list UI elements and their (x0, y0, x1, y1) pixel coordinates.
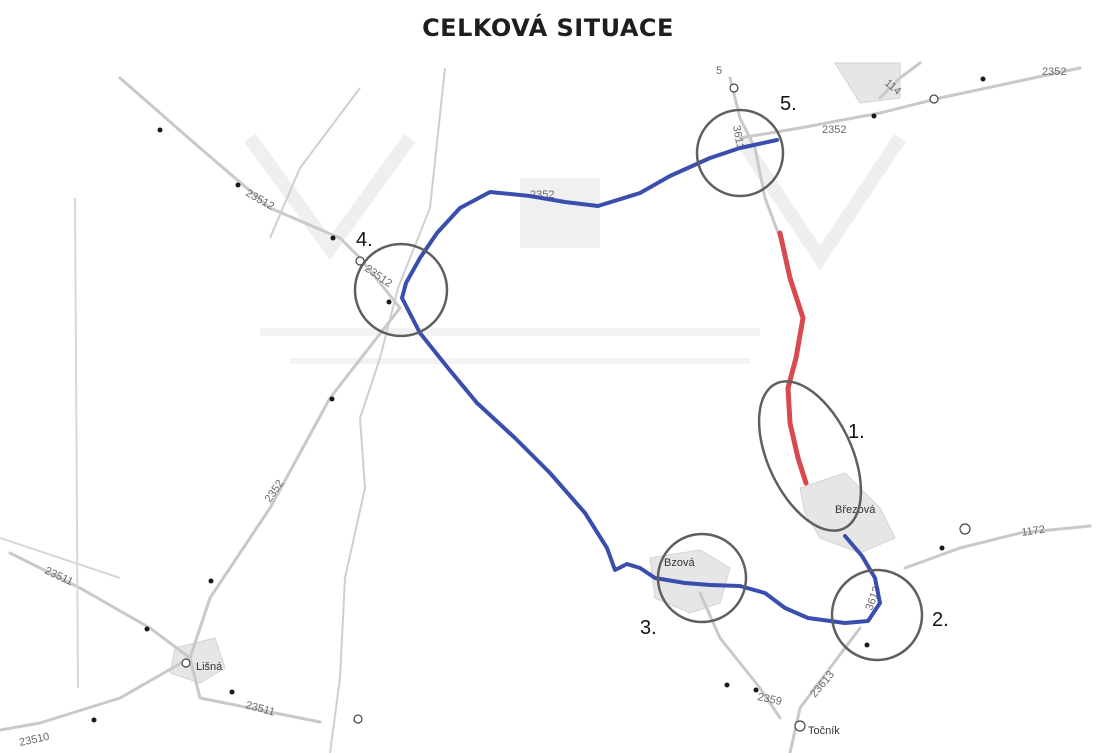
callout-2: 2. (932, 609, 949, 631)
detour-route (400, 138, 882, 625)
location-ring-2 (830, 568, 924, 662)
closed-road-segment (777, 230, 809, 486)
location-ring-1 (757, 380, 863, 532)
road-label-23512-a: 23512 (244, 187, 276, 213)
road-network (0, 61, 1092, 753)
town-label-bzova: Bzová (664, 557, 695, 569)
location-ring-3 (656, 532, 748, 624)
road-label-2352-top: 2352 (1042, 66, 1066, 78)
location-ring-4 (353, 242, 449, 338)
callout-5: 5. (780, 93, 797, 115)
road-label-23511-south: 23511 (244, 699, 276, 718)
callout-3: 3. (640, 617, 657, 639)
road-label-23510: 23510 (18, 731, 50, 749)
road-label-23613: 23613 (808, 669, 837, 700)
road-label-3613-north: 3613 (730, 124, 746, 150)
route-markers (91, 76, 986, 732)
callout-4: 4. (356, 229, 373, 251)
town-label-lisna: Lišná (196, 661, 223, 673)
road-label-23511-west: 23511 (43, 565, 75, 588)
town-label-brezova: Březová (835, 504, 876, 516)
town-area-brezova (799, 472, 896, 554)
page-title: CELKOVÁ SITUACE (422, 14, 674, 42)
road-label-23512-b: 23512 (362, 263, 394, 290)
road-label-2359: 2359 (756, 691, 782, 708)
situation-map: 2352 2352 2352 2352 3613 3613 23613 2351… (0, 58, 1096, 753)
town-label-tocnik: Točník (808, 725, 840, 737)
background-watermark (244, 133, 906, 364)
stream (269, 87, 361, 239)
road-label-1172: 1172 (1021, 524, 1046, 539)
callout-1: 1. (848, 421, 865, 443)
map-canvas: 2352 2352 2352 2352 3613 3613 23613 2351… (0, 61, 1092, 753)
road-label-2352-east: 2352 (822, 124, 846, 136)
location-ring-5 (695, 108, 785, 198)
river (329, 67, 446, 753)
road-label-5: 5 (716, 65, 722, 77)
